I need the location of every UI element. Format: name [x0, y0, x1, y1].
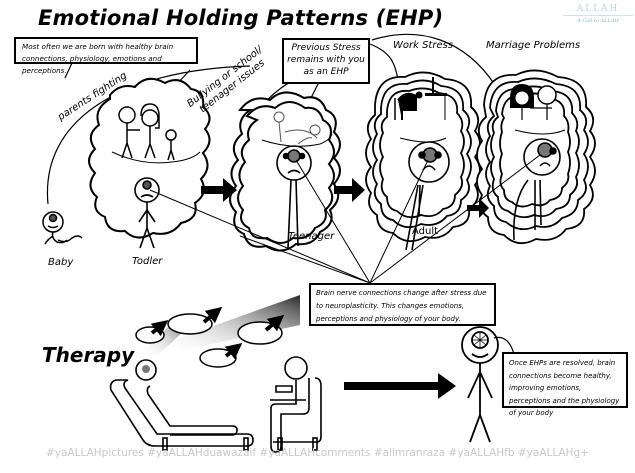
- brain-connector-lines: [149, 154, 541, 284]
- baby-stick-figure: [42, 211, 83, 245]
- adult-burdened-stick-figure: [512, 138, 561, 241]
- teenager-cloud: [229, 91, 341, 252]
- resolved-callout: Once EHPs are resolved, brain connection…: [502, 352, 628, 417]
- stage-arrows: [201, 178, 489, 218]
- birth-note-pointer: [64, 62, 73, 79]
- stage-label-teenager: Teenager: [288, 231, 335, 242]
- therapy-couch: [109, 359, 254, 451]
- toddler-memory-cloud: [111, 151, 201, 164]
- released-thought-clouds: [135, 295, 300, 368]
- marriage-memory-cloud: [514, 129, 566, 135]
- teenager-stick-figure: [276, 145, 312, 249]
- hashtags-footer: #yaALLAHpictures #yaALLAHduawazaif #yaAL…: [46, 447, 589, 459]
- bullying-figures: [273, 111, 321, 145]
- watermark-tagline: A Call to ALLAH: [577, 18, 619, 24]
- work-stress-figure: [394, 77, 447, 120]
- stage-label-adult: Adult: [412, 226, 439, 237]
- marriage-cloud: [476, 69, 596, 245]
- arrow-toddler-to-teenager: [201, 178, 237, 202]
- stressor-work-stress: Work Stress: [393, 40, 454, 51]
- marriage-figures: [510, 84, 557, 120]
- arrow-teenager-to-adult: [334, 178, 365, 202]
- therapist-chair: [270, 356, 322, 453]
- stressor-marriage-problems: Marriage Problems: [486, 40, 581, 51]
- therapy-result-arrow: [344, 373, 456, 399]
- parents-fighting-figures: [118, 103, 177, 161]
- stage-label-toddler: Todler: [132, 256, 163, 267]
- toddler-stick-figure: [134, 177, 160, 249]
- neuroplasticity-callout: Brain nerve connections change after str…: [309, 283, 496, 326]
- adult-stick-figure: [405, 141, 450, 251]
- page-title: Emotional Holding Patterns (EHP): [38, 6, 444, 30]
- healthy-person: [461, 326, 515, 443]
- stage-label-baby: Baby: [48, 257, 74, 268]
- watermark: ALLAH A Call to ALLAH: [563, 4, 633, 24]
- therapy-heading: Therapy: [42, 343, 135, 367]
- arrow-adult-to-marriage: [467, 198, 489, 218]
- watermark-logo: ALLAH: [563, 4, 633, 16]
- previous-stress-callout: Previous Stress remains with you as an E…: [282, 38, 370, 84]
- birth-note-callout: Most often we are born with healthy brai…: [14, 37, 198, 75]
- teenager-memory-cloud: [261, 133, 333, 147]
